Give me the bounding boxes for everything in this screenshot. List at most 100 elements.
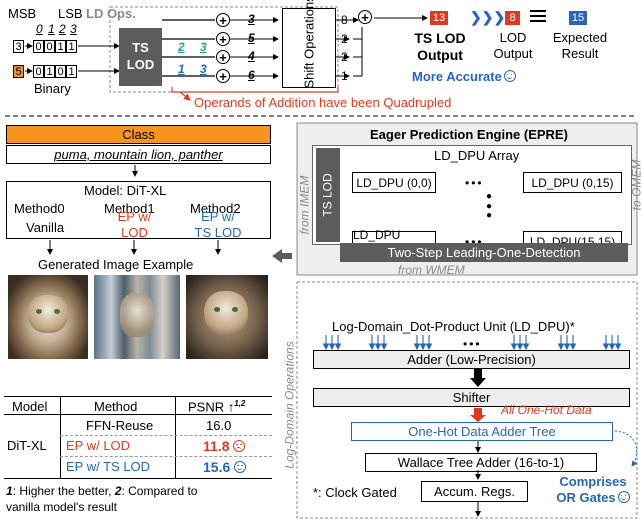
operand-5: 5	[248, 32, 255, 44]
more-accurate-text: More Accurate	[412, 69, 502, 84]
from-imem-label: from IMEM	[297, 176, 311, 235]
bit-index-3: 3	[70, 23, 77, 35]
table-model-dit-xl: DiT-XL	[7, 439, 47, 452]
more-accurate-label: More Accurate	[412, 70, 516, 83]
smile-icon	[618, 491, 630, 503]
bit-index-1: 1	[48, 23, 55, 35]
ts-lod-output-label: TS LOD Output	[402, 30, 478, 64]
comprises-text: Comprises OR Gates	[556, 474, 626, 505]
plus-icon: +	[216, 32, 230, 46]
bit-cell: 0	[33, 40, 44, 53]
model-title: Model: DiT-XL	[84, 184, 166, 197]
table-rule	[175, 397, 176, 478]
frown-icon	[233, 440, 245, 452]
method1-desc: EP w/ LOD	[107, 209, 162, 242]
adder-block: Adder (Low-Precision)	[313, 350, 630, 369]
psnr-superscript: 1,2	[234, 399, 245, 408]
from-imem: from IMEM	[296, 150, 312, 260]
generated-title: Generated Image Example	[38, 258, 193, 271]
table-row-psnr: 11.8	[203, 439, 245, 453]
generated-image-ep-ts-lod	[186, 275, 268, 359]
ld-ops-label: LD Ops.	[86, 7, 136, 20]
result-expected: 15	[569, 11, 587, 25]
smile-icon	[504, 70, 516, 82]
smile-icon	[234, 461, 246, 473]
class-header: Class	[6, 125, 271, 144]
two-step-lod-bar: Two-Step Leading-One-Detection	[340, 243, 628, 262]
msb-label: MSB	[8, 7, 36, 20]
method0-name: Method0	[14, 202, 65, 215]
lod-output-1: 1	[178, 63, 185, 75]
lod-output-label: LOD Output	[488, 30, 538, 61]
quadrupled-note: Operands of Addition have been Quadruple…	[194, 96, 451, 109]
footnote: 1: Higher the better, 2: Compared to	[6, 485, 197, 497]
lsb-label: LSB	[58, 7, 83, 20]
expected-result-label: Expected Result	[550, 30, 610, 61]
table-row-method: EP w/ TS LOD	[66, 460, 150, 473]
generated-image-vanilla	[8, 275, 88, 359]
table-rule	[4, 478, 272, 479]
method0-desc: Vanilla	[26, 221, 64, 234]
bit-cell: 0	[44, 40, 55, 53]
table-header-psnr: PSNR ↑1,2	[188, 400, 245, 413]
operand-6: 6	[248, 69, 255, 81]
shift-value-2: 2	[341, 33, 348, 45]
shift-operations-block: Shift Operations	[282, 8, 336, 88]
table-row-psnr: 15.6	[203, 460, 246, 474]
log-domain-operations: Log-Domain Operations	[282, 290, 298, 520]
horizontal-dots: •••	[463, 338, 482, 350]
method2-desc: EP w/ TS LOD	[184, 209, 252, 242]
lod-output-3b: 3	[200, 63, 207, 75]
bit-cell: 0	[33, 65, 44, 78]
operand-3: 3	[248, 13, 255, 25]
shift-value-2b: 2	[341, 51, 348, 63]
table-header-model: Model	[12, 400, 47, 413]
table-row-method: EP w/ LOD	[66, 439, 130, 452]
footnote-text: : Compared to	[121, 484, 197, 498]
binary-label: Binary	[34, 82, 71, 95]
table-rule	[60, 456, 272, 457]
shift-operations-label: Shift Operations	[302, 8, 317, 88]
operand-4: 4	[248, 50, 255, 62]
plus-icon: +	[216, 13, 230, 27]
ts-lod-block-label: TS LOD	[119, 40, 162, 74]
to-omem: to OMEM	[630, 140, 642, 230]
dpu-title: Log-Domain_Dot-Product Unit (LD_DPU)*	[332, 320, 575, 333]
bit-index-2: 2	[59, 23, 66, 35]
from-wmem-label: from WMEM	[398, 264, 465, 276]
footnote-text: : Higher the better,	[13, 484, 115, 498]
table-row-method: FFN-Reuse	[86, 419, 153, 432]
bit-cell: 1	[44, 65, 55, 78]
shift-value-1: 1	[341, 70, 348, 82]
ld-dpu-0-15: LD_DPU (0,15)	[523, 172, 622, 193]
shift-value-8: 8	[341, 14, 348, 26]
all-one-hot-label: All One-Hot Data	[501, 404, 592, 416]
to-omem-label: to OMEM	[630, 160, 642, 211]
decimal-input-5: 5	[13, 65, 24, 78]
lod-output-2: 2	[178, 41, 185, 53]
wallace-tree-adder: Wallace Tree Adder (16-to-1)	[365, 453, 597, 472]
psnr-value: 15.6	[203, 459, 230, 475]
bit-cell: 0	[55, 65, 66, 78]
table-rule	[4, 396, 272, 397]
chevrons-icon: ❯❯❯	[470, 10, 505, 24]
array-title: LD_DPU Array	[434, 149, 519, 162]
footnote-num: 1	[6, 484, 13, 498]
epre-title: Eager Prediction Engine (EPRE)	[370, 128, 568, 141]
table-header-method: Method	[94, 400, 137, 413]
psnr-header-text: PSNR ↑	[188, 399, 234, 414]
clock-gated-note: *: Clock Gated	[313, 486, 397, 499]
bit-index-0: 0	[36, 23, 43, 35]
table-row-psnr: 16.0	[206, 419, 231, 432]
generated-image-ep-lod	[94, 275, 180, 359]
table-rule	[60, 435, 272, 436]
footnote-line2: vanilla model's result	[6, 501, 117, 513]
comprises-or-gates-label: Comprises OR Gates	[550, 474, 636, 507]
one-hot-adder-tree: One-Hot Data Adder Tree	[351, 422, 613, 441]
plus-icon: +	[216, 69, 230, 83]
bit-cell: 1	[66, 40, 77, 53]
class-names: puma, mountain lion, panther	[6, 145, 271, 164]
horizontal-dots: •••	[465, 177, 484, 189]
table-rule	[60, 397, 61, 478]
plus-icon: +	[358, 10, 372, 24]
